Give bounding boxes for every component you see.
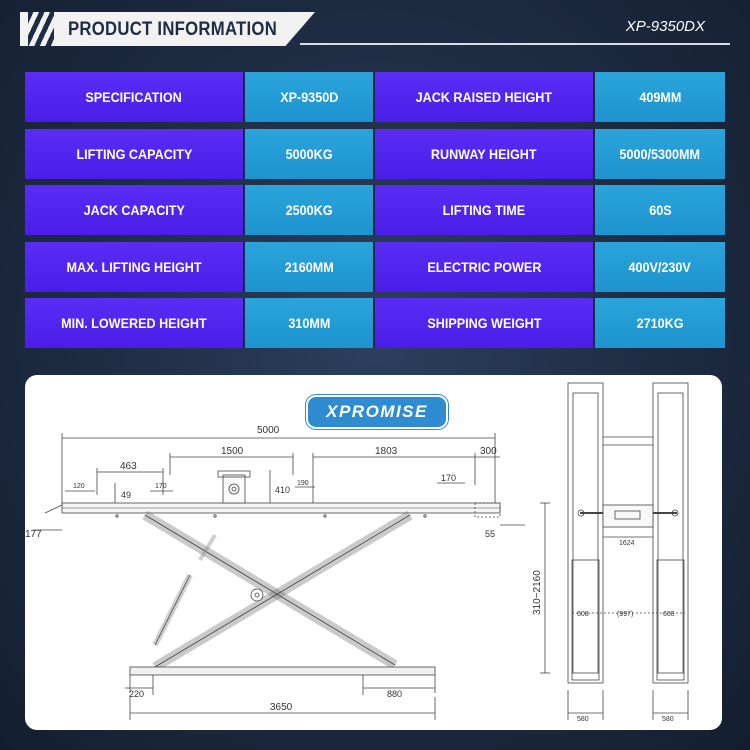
dim-177: 177 (25, 529, 42, 540)
spec-value: XP-9350D (279, 89, 339, 105)
spec-value: 310MM (287, 315, 331, 331)
spec-label: SHIPPING WEIGHT (426, 315, 542, 331)
dim-170-left: 170 (155, 483, 167, 490)
spec-label: JACK RAISED HEIGHT (415, 89, 553, 105)
spec-value: 5000KG (285, 145, 333, 162)
model-code: XP-9350DX (625, 18, 705, 35)
dim-inner-gap: (997) (617, 611, 633, 618)
dim-jack-span: 1500 (221, 446, 244, 457)
spec-value: 2160MM (284, 258, 334, 275)
dim-total-length: 5000 (257, 425, 280, 436)
dim-880: 880 (387, 689, 402, 699)
dim-463: 463 (120, 461, 137, 472)
header-stripes-decoration (28, 12, 54, 46)
spec-value: 400V/230V (628, 258, 692, 275)
dim-runway-span: 1803 (375, 446, 398, 457)
technical-drawing-panel: XPROMISE (25, 375, 722, 730)
spec-value: 2500KG (285, 202, 333, 218)
spec-value: 5000/5300MM (619, 145, 701, 162)
spec-value: 60S (648, 202, 672, 218)
brand-logo-text: XPROMISE (326, 402, 428, 421)
dim-608-right: 608 (663, 611, 675, 618)
dim-410: 410 (275, 485, 290, 495)
dim-55: 55 (485, 529, 495, 539)
spec-row: SPECIFICATION XP-9350D JACK RAISED HEIGH… (25, 72, 725, 122)
spec-label: LIFTING TIME (442, 202, 526, 218)
dim-170-right: 170 (441, 473, 456, 483)
spec-label: ELECTRIC POWER (426, 258, 542, 275)
spec-row: LIFTING CAPACITY 5000KG RUNWAY HEIGHT 50… (25, 128, 725, 179)
dim-190: 190 (297, 480, 309, 487)
spec-label: MAX. LIFTING HEIGHT (66, 258, 202, 275)
spec-label: JACK CAPACITY (83, 202, 185, 218)
dim-220: 220 (129, 689, 144, 699)
spec-label: RUNWAY HEIGHT (431, 145, 537, 162)
dim-49: 49 (121, 490, 131, 500)
dim-base-length: 3650 (270, 702, 293, 713)
dim-end-offset: 300 (480, 446, 497, 457)
spec-row: MAX. LIFTING HEIGHT 2160MM ELECTRIC POWE… (25, 241, 725, 292)
header-tab (20, 12, 315, 46)
spec-value: 409MM (638, 89, 682, 105)
dim-580-left: 580 (577, 716, 589, 723)
dim-608-left: 608 (577, 611, 589, 618)
spec-label: LIFTING CAPACITY (76, 145, 192, 162)
dim-height-range: 310~2160 (532, 570, 543, 615)
page-title: PRODUCT INFORMATION (68, 19, 278, 40)
spec-row: JACK CAPACITY 2500KG LIFTING TIME 60S (25, 185, 725, 235)
spec-table: SPECIFICATION XP-9350D JACK RAISED HEIGH… (25, 72, 725, 355)
header-divider (300, 43, 730, 45)
dim-120: 120 (73, 483, 85, 490)
dim-top-width: 1624 (619, 540, 635, 547)
dim-580-right: 580 (662, 716, 674, 723)
spec-row: MIN. LOWERED HEIGHT 310MM SHIPPING WEIGH… (25, 298, 725, 348)
spec-label: SPECIFICATION (85, 89, 183, 105)
brand-logo: XPROMISE (308, 397, 446, 427)
spec-label: MIN. LOWERED HEIGHT (61, 315, 207, 331)
lift-drawing: 5000 1500 1803 300 463 120 49 170 410 19… (25, 382, 689, 723)
spec-value: 2710KG (636, 315, 684, 331)
